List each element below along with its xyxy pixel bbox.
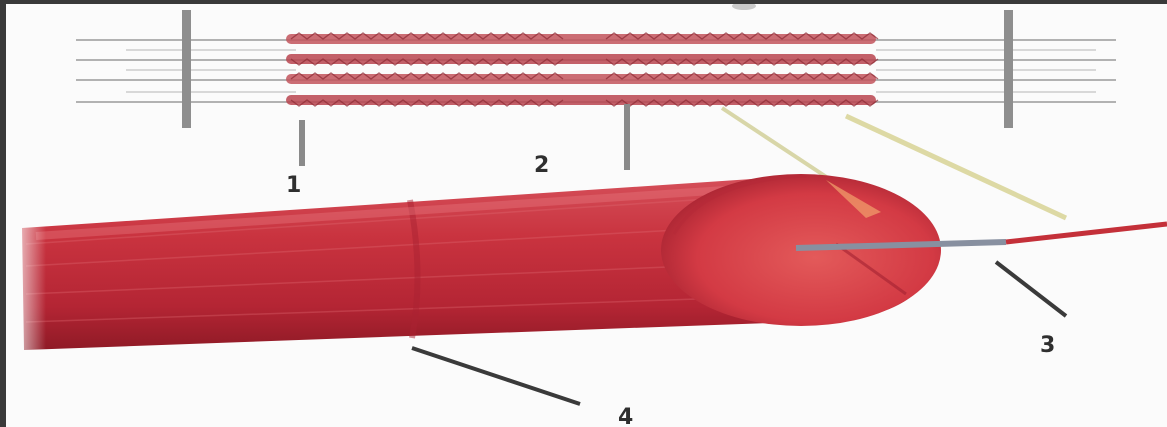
leader-line-3	[996, 262, 1066, 316]
label-4: 4	[618, 405, 633, 427]
leader-line-4	[412, 348, 580, 404]
label-3: 3	[1040, 333, 1055, 358]
z-disc-right	[1004, 10, 1013, 128]
thick-filaments	[286, 33, 878, 106]
diagram-frame: 1 2 3 4	[6, 4, 1167, 427]
sarcomere	[76, 4, 1116, 128]
zoom-line-left	[722, 108, 834, 182]
muscle-fiber	[6, 174, 941, 364]
z-disc-left	[182, 10, 191, 128]
muscle-fiber-diagram: 1 2 3 4	[6, 4, 1167, 427]
label-2: 2	[534, 153, 549, 178]
label-1: 1	[286, 173, 301, 198]
